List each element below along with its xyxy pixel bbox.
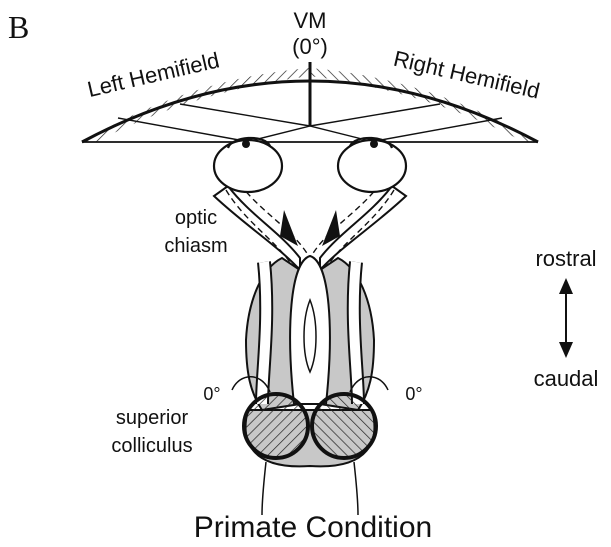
superior-colliculus-label-line1: superior: [116, 407, 189, 429]
caption: Primate Condition: [194, 511, 432, 544]
right-superior-colliculus: [312, 394, 376, 458]
caudal-label: caudal: [534, 366, 599, 391]
left-superior-colliculus: [244, 394, 308, 458]
right-angle-label: 0°: [405, 384, 422, 404]
midline-structure: [290, 256, 330, 404]
right-eye: [338, 138, 406, 192]
panel-letter: B: [8, 9, 29, 45]
optic-chiasm-label-line1: optic: [175, 207, 217, 229]
left-eye: [214, 138, 282, 192]
brainstem: [262, 462, 358, 515]
vertical-meridian-angle: (0°): [292, 34, 328, 59]
superior-colliculus-label-line2: colliculus: [111, 435, 192, 457]
rostral-caudal-arrow: [559, 278, 573, 358]
left-angle-label: 0°: [203, 384, 220, 404]
optic-chiasm-label-line2: chiasm: [164, 235, 227, 257]
vertical-meridian-label: VM: [294, 8, 327, 33]
rostral-label: rostral: [535, 246, 596, 271]
